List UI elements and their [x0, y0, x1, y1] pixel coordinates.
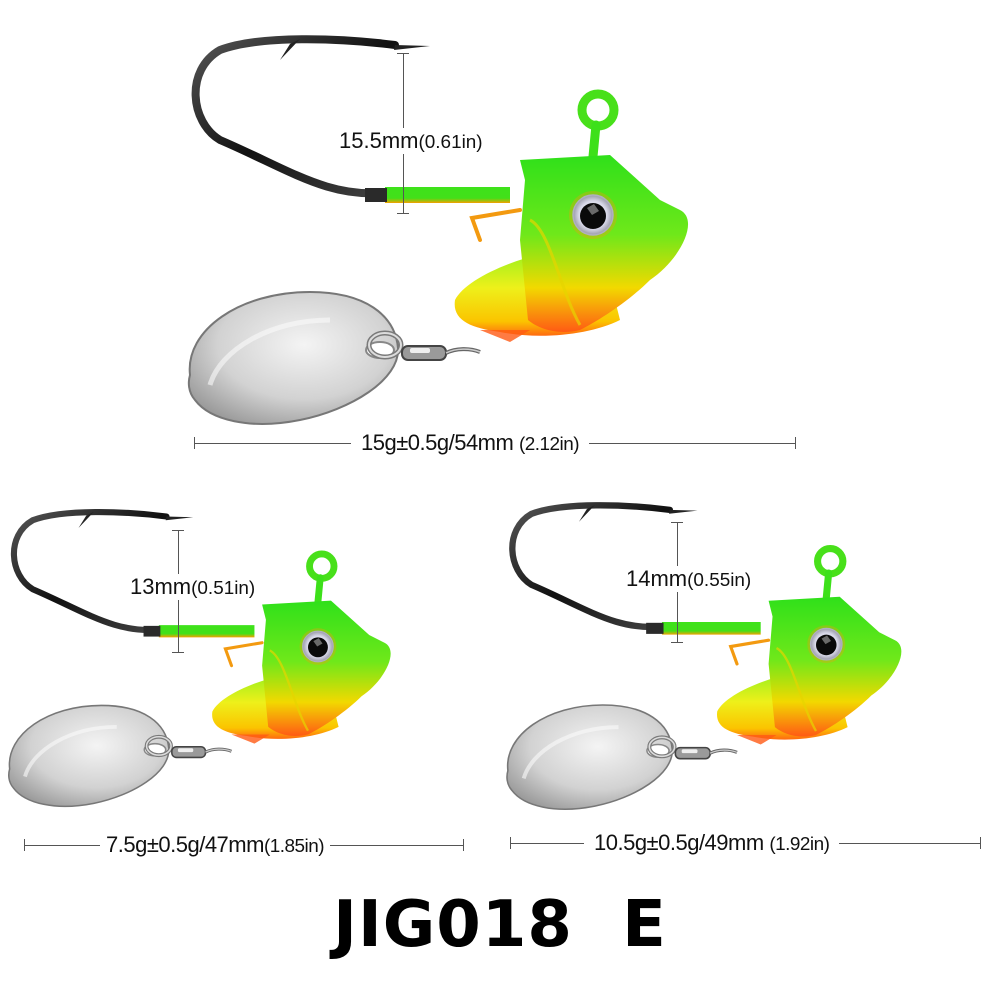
spec-weight-length: 15g±0.5g/54mm	[361, 430, 514, 455]
lure-large	[189, 39, 688, 424]
hook-gap-in: (0.61in)	[418, 132, 483, 153]
tick	[671, 642, 683, 643]
spec-length-in: (1.85in)	[263, 836, 325, 857]
hook-gap-in: (0.55in)	[687, 570, 752, 591]
tick	[172, 652, 184, 653]
hook-gap-label-large: 15.5mm(0.61in)	[337, 128, 485, 154]
tick	[980, 837, 981, 849]
spec-label-small: 7.5g±0.5g/47mm(1.85in)	[100, 832, 331, 858]
tick	[671, 522, 683, 523]
tick	[194, 437, 195, 449]
hook-gap-label-small: 13mm(0.51in)	[128, 574, 258, 600]
spec-length-in: (1.92in)	[769, 834, 830, 855]
tick	[397, 53, 409, 54]
model-code-title: JIG018 E	[333, 888, 667, 962]
hook-gap-mm: 15.5mm	[339, 128, 419, 153]
lure-medium	[507, 505, 901, 809]
tick	[24, 839, 25, 851]
hook-gap-label-medium: 14mm(0.55in)	[624, 566, 754, 592]
tick	[397, 213, 409, 214]
spec-label-medium: 10.5g±0.5g/49mm (1.92in)	[584, 830, 840, 856]
tick	[510, 837, 511, 849]
hook-gap-mm: 14mm	[626, 566, 688, 591]
tick	[795, 437, 796, 449]
spec-length-in: (2.12in)	[518, 434, 580, 455]
spec-weight-length: 7.5g±0.5g/47mm	[106, 832, 264, 857]
lure-small	[9, 512, 391, 806]
tick	[172, 530, 184, 531]
hook-gap-mm: 13mm	[130, 574, 192, 599]
tick	[463, 839, 464, 851]
hook-gap-in: (0.51in)	[191, 578, 256, 599]
spec-label-large: 15g±0.5g/54mm (2.12in)	[351, 430, 590, 456]
spec-weight-length: 10.5g±0.5g/49mm	[594, 830, 764, 855]
